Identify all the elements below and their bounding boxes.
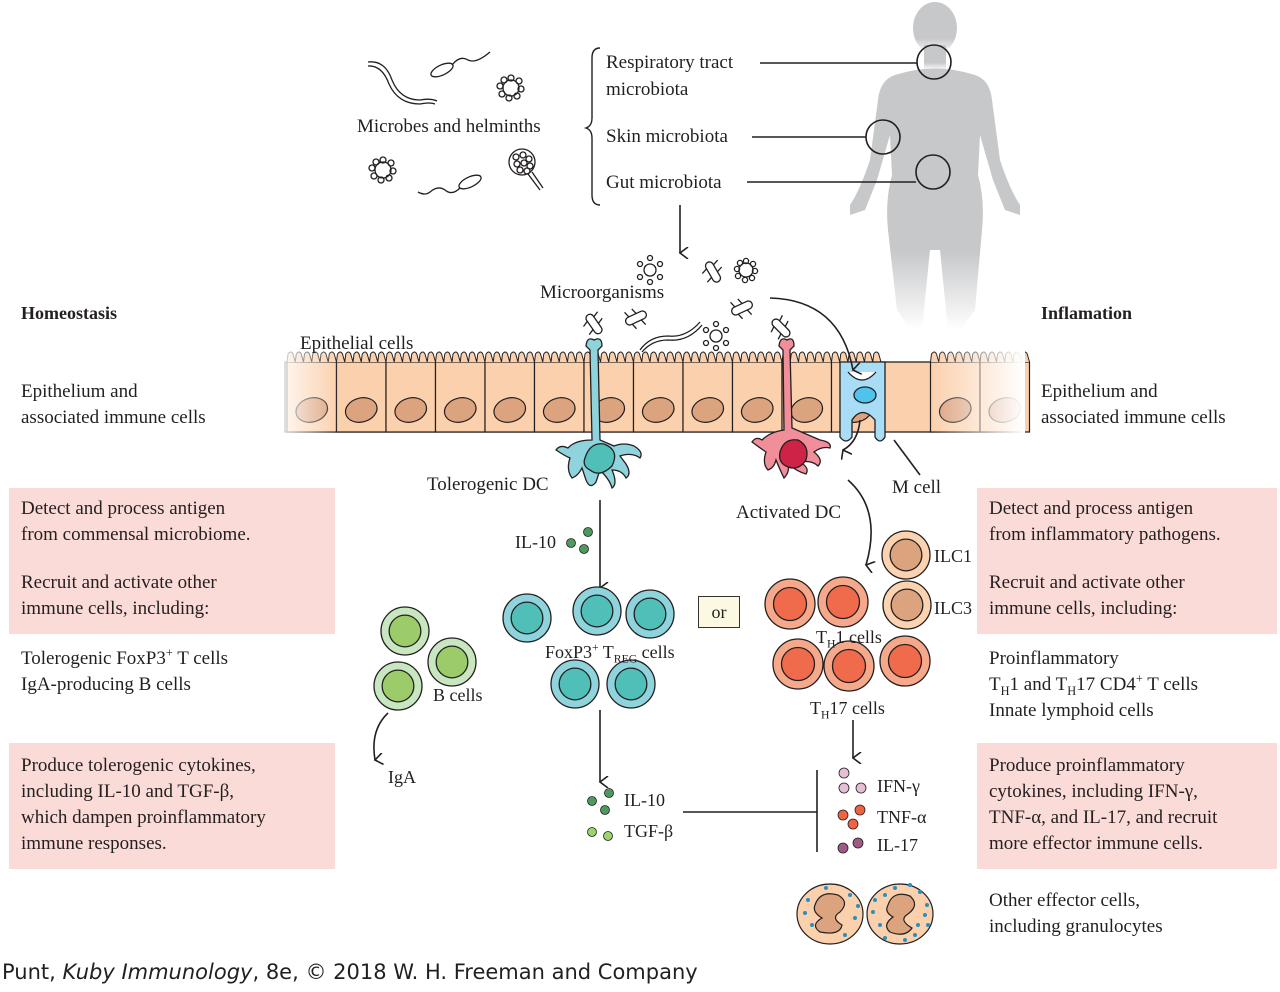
respiratory-label-line1: Respiratory tract bbox=[606, 50, 733, 76]
right-list-line2: TH1 and TH17 CD4+ T cells bbox=[989, 672, 1198, 698]
human-silhouette bbox=[850, 2, 1020, 330]
th-cell bbox=[880, 636, 930, 686]
epithelial-cell bbox=[485, 352, 535, 432]
coccus-cluster-icon bbox=[497, 75, 524, 101]
epithelial-cell bbox=[337, 352, 387, 432]
tgf-beta-dots-icon bbox=[588, 828, 613, 841]
treg-cell bbox=[573, 587, 621, 635]
effector-cells-line1: Other effector cells, bbox=[989, 888, 1140, 914]
tnf-alpha-dots-icon bbox=[838, 805, 865, 829]
granulocyte-icon bbox=[797, 884, 863, 944]
coccus-cluster-icon bbox=[369, 157, 396, 183]
il10-dots-icon bbox=[588, 789, 614, 815]
epithelial-cell bbox=[683, 352, 733, 432]
ilc-cell bbox=[883, 581, 931, 629]
skin-microbiota-label: Skin microbiota bbox=[606, 124, 728, 150]
right-list-line1: Proinflammatory bbox=[989, 646, 1119, 672]
bacterium-icon bbox=[579, 309, 608, 338]
homeostasis-detect-box: Detect and process antigen from commensa… bbox=[9, 488, 335, 634]
respiratory-label-line2: microbiota bbox=[606, 77, 688, 103]
homeostasis-heading: Homeostasis bbox=[21, 303, 117, 324]
th-cell bbox=[765, 579, 815, 629]
ilc3-label: ILC3 bbox=[934, 597, 972, 619]
right-epithelium-line2: associated immune cells bbox=[1041, 405, 1226, 431]
activated-dc-label: Activated DC bbox=[736, 500, 841, 526]
m-cell-label: M cell bbox=[892, 475, 941, 501]
brace bbox=[586, 48, 600, 205]
fungal-spore-icon bbox=[509, 149, 543, 190]
il10-cytokine-label: IL-10 bbox=[624, 789, 665, 811]
credit-line: Punt, Kuby Immunology, 8e, © 2018 W. H. … bbox=[2, 960, 698, 984]
th1-cells-label: TH1 cells bbox=[816, 626, 882, 648]
b-cell bbox=[428, 638, 476, 686]
ifn-gamma-label: IFN-γ bbox=[877, 775, 920, 797]
bacterium-icon bbox=[699, 257, 727, 286]
homeostasis-produce-box: Produce tolerogenic cytokines, including… bbox=[9, 743, 335, 869]
bacterium-icon bbox=[622, 304, 650, 331]
ilc1-label: ILC1 bbox=[934, 545, 972, 567]
left-list-line1: Tolerogenic FoxP3+ T cells bbox=[21, 646, 228, 672]
granulocyte-icon bbox=[867, 883, 933, 944]
virus-icon bbox=[704, 322, 729, 351]
ilc-cell bbox=[882, 531, 930, 579]
tnf-alpha-label: TNF-α bbox=[877, 806, 926, 828]
right-epithelium-line1: Epithelium and bbox=[1041, 379, 1158, 405]
treg-cell bbox=[551, 660, 599, 708]
epithelial-cell bbox=[386, 352, 436, 432]
inflamation-detect-box: Detect and process antigen from inflamma… bbox=[977, 488, 1277, 634]
th17-cells-label: TH17 cells bbox=[810, 697, 885, 719]
il10-dots-icon bbox=[567, 528, 593, 554]
inflamation-produce-box: Produce proinflammatory cytokines, inclu… bbox=[977, 743, 1277, 869]
treg-cells-label: FoxP3+ TREG cells bbox=[545, 641, 675, 663]
il10-label: IL-10 bbox=[515, 531, 556, 553]
epithelial-cell bbox=[634, 352, 684, 432]
b-cell bbox=[381, 607, 429, 655]
right-list-line3: Innate lymphoid cells bbox=[989, 698, 1154, 724]
left-epithelium-line1: Epithelium and bbox=[21, 379, 138, 405]
epithelial-cell bbox=[436, 352, 486, 432]
left-list-line2: IgA-producing B cells bbox=[21, 672, 191, 698]
epithelial-cell bbox=[733, 352, 783, 432]
tolerogenic-dc-label: Tolerogenic DC bbox=[427, 472, 549, 498]
iga-label: IgA bbox=[388, 766, 416, 788]
effector-cells-line2: including granulocytes bbox=[989, 914, 1163, 940]
epithelial-cell bbox=[535, 352, 585, 432]
inflamation-heading: Inflamation bbox=[1041, 303, 1132, 324]
microorganisms-label: Microorganisms bbox=[540, 280, 664, 306]
ifn-gamma-dots-icon bbox=[839, 768, 866, 793]
th-cell bbox=[818, 577, 868, 627]
il17-label: IL-17 bbox=[877, 834, 918, 856]
treg-cell bbox=[503, 594, 551, 642]
il17-dots-icon bbox=[838, 838, 863, 853]
or-label: or bbox=[712, 602, 727, 623]
bacterium-icon bbox=[728, 294, 756, 321]
tgf-beta-label: TGF-β bbox=[624, 820, 673, 842]
or-box: or bbox=[698, 596, 740, 628]
left-epithelium-line2: associated immune cells bbox=[21, 405, 206, 431]
treg-cell bbox=[626, 590, 674, 638]
gut-microbiota-label: Gut microbiota bbox=[606, 170, 722, 196]
b-cells-label: B cells bbox=[433, 684, 483, 706]
th-cells bbox=[765, 531, 931, 691]
coccus-cluster-icon bbox=[734, 258, 757, 282]
treg-cell bbox=[607, 660, 655, 708]
b-cell bbox=[374, 662, 422, 710]
microbes-helminths-label: Microbes and helminths bbox=[357, 114, 541, 140]
epithelial-cells-label: Epithelial cells bbox=[300, 331, 413, 357]
